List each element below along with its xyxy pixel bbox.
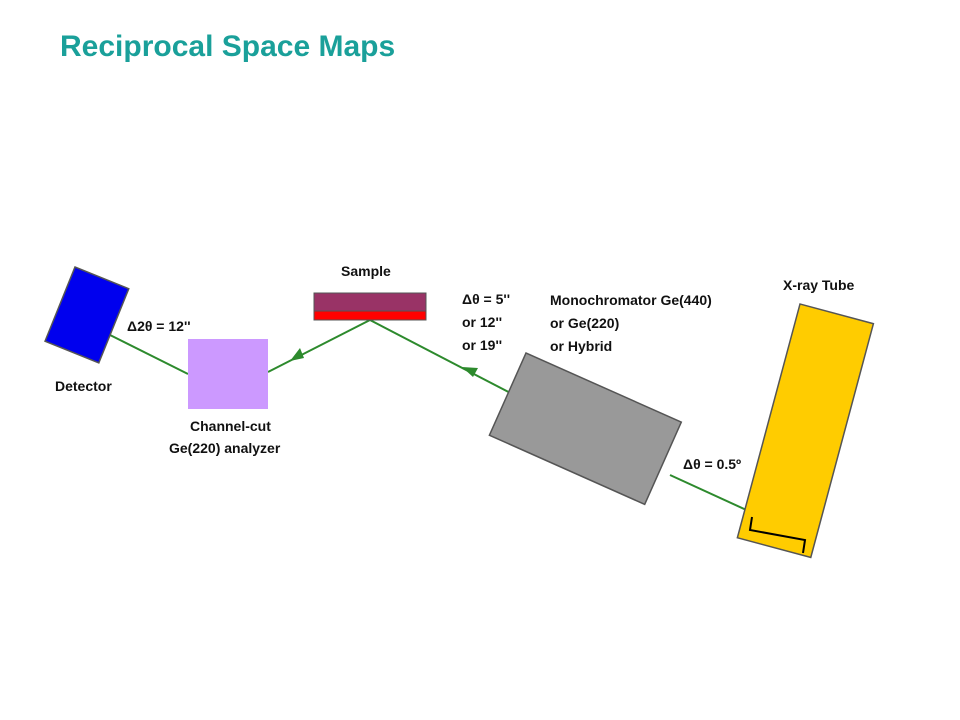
- mono-divergence-line1: Δθ = 5'': [462, 291, 510, 307]
- beam-sample-to-analyzer: [267, 319, 371, 373]
- x-ray-tube-label: X-ray Tube: [783, 277, 855, 293]
- channel-cut-analyzer: [188, 339, 268, 409]
- page-title: Reciprocal Space Maps: [60, 30, 396, 63]
- beam-arrow-to-sample: [462, 367, 478, 377]
- beam-monochromator-to-sample: [369, 319, 521, 399]
- x-ray-tube: [736, 303, 875, 559]
- source-divergence-label: Δθ = 0.5º: [683, 456, 741, 472]
- beam-arrow-to-analyzer: [290, 348, 304, 361]
- sample-bottom-layer: [313, 310, 427, 321]
- monochromator-label-line1: Monochromator Ge(440): [550, 292, 712, 308]
- sample-label: Sample: [341, 263, 391, 279]
- monochromator: [488, 352, 683, 506]
- monochromator-label-line3: or Hybrid: [550, 338, 612, 354]
- detector: [44, 266, 130, 364]
- mono-divergence-line3: or 19'': [462, 337, 502, 353]
- detector-label: Detector: [55, 378, 112, 394]
- beam-analyzer-to-detector: [109, 334, 189, 375]
- analyzer-label-line1: Channel-cut: [190, 418, 271, 434]
- sample-top-layer: [313, 292, 427, 312]
- analyzer-label-line2: Ge(220) analyzer: [169, 440, 281, 456]
- monochromator-label-line2: or Ge(220): [550, 315, 619, 331]
- detector-acceptance-label: Δ2θ = 12'': [127, 318, 191, 334]
- mono-divergence-line2: or 12'': [462, 314, 502, 330]
- x-ray-tube-source-bracket: [748, 516, 807, 554]
